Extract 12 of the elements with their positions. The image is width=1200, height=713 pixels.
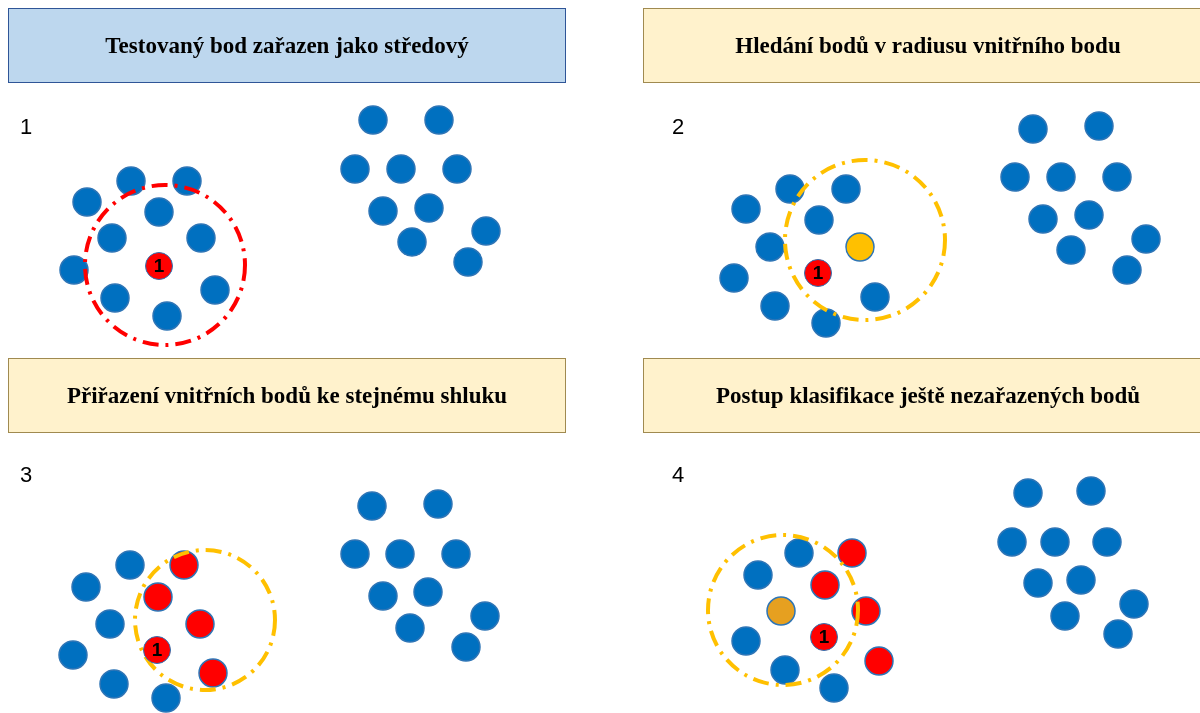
core-point: 1 <box>810 623 838 651</box>
core-point: 1 <box>804 259 832 287</box>
heading-box: Testovaný bod zařazen jako středový <box>8 8 566 83</box>
heading-box: Přiřazení vnitřních bodů ke stejnému shluku <box>8 358 566 433</box>
step-number: 1 <box>20 114 33 140</box>
step-number: 3 <box>20 462 33 488</box>
core-point: 1 <box>143 636 171 664</box>
core-point: 1 <box>145 252 173 280</box>
step-number: 4 <box>672 462 685 488</box>
step-number: 2 <box>672 114 685 140</box>
heading-box: Postup klasifikace ještě nezařazených bodů <box>643 358 1200 433</box>
heading-box: Hledání bodů v radiusu vnitřního bodu <box>643 8 1200 83</box>
